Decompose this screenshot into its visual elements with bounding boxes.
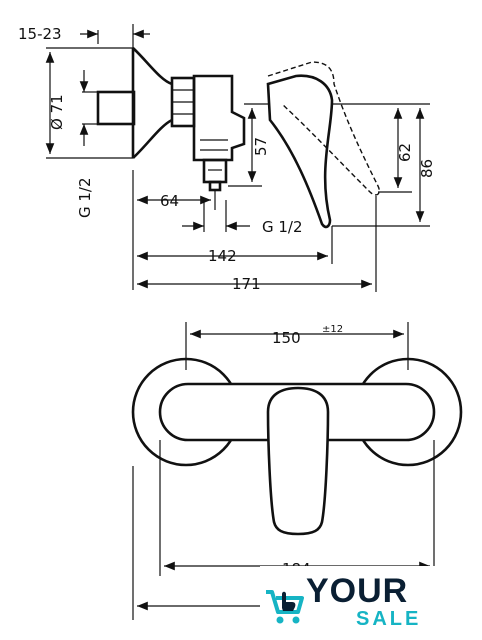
side-view: 15-23 Ø 71 G 1/2 57 64 G 1/2 142 — [18, 24, 436, 293]
dim-height-86: 86 — [418, 159, 436, 178]
lever-handle — [266, 74, 334, 229]
dim-height-62: 62 — [396, 143, 414, 162]
dim-spout-height: 57 — [252, 137, 270, 156]
dim-center-distance: 150 — [272, 329, 301, 347]
dim-thread-left: G 1/2 — [76, 177, 94, 218]
dim-depth-inlet: 64 — [160, 192, 179, 210]
mixer-body — [192, 74, 246, 162]
dim-flange-offset: 15-23 — [18, 25, 62, 43]
brand-word-your: YOUR — [306, 572, 409, 610]
front-lever — [266, 386, 330, 536]
lever-handle-open — [267, 61, 380, 196]
brand-word-sale: SALE — [356, 608, 422, 630]
inlet-pipe — [96, 90, 136, 126]
cart-hand-icon — [266, 590, 304, 624]
dim-length-142: 142 — [208, 247, 237, 265]
wall-rosette — [131, 47, 173, 159]
dim-thread-bottom: G 1/2 — [262, 218, 303, 236]
front-view: 150 ±12 184 — [131, 322, 463, 620]
dim-diameter: Ø 71 — [48, 94, 66, 130]
dim-tolerance: ±12 — [322, 324, 343, 335]
outlet-thread — [202, 158, 228, 184]
dim-length-171: 171 — [232, 275, 261, 293]
brand-logo: YOUR SALE — [260, 566, 482, 640]
